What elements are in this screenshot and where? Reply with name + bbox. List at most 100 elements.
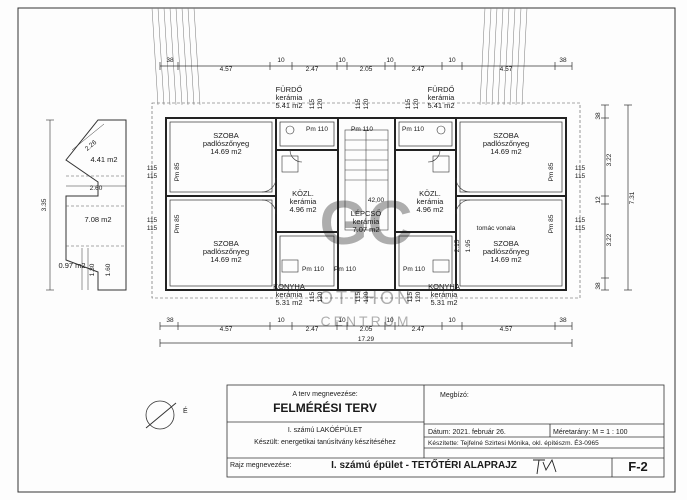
top-dim-1: 38 [166, 57, 174, 64]
top-dim-9: 10 [448, 57, 456, 64]
wall-dim: 115 [407, 291, 414, 302]
right-dim-3: 12 [595, 196, 602, 204]
bottom-total-dim: 17.29 [358, 336, 375, 343]
door-label: Pm 110 [334, 266, 356, 273]
date: Dátum: 2021. február 26. [428, 429, 506, 436]
wall-dim: 115 [147, 165, 158, 172]
room-lepcso: LÉPCSŐ kerámia 7.07 m2 [351, 209, 382, 234]
wall-dim: 115 [355, 98, 362, 109]
inner-dim: 2.15 [454, 239, 461, 252]
room-szoba-top-right: SZOBA padlószőnyeg 14.69 m2 [483, 131, 529, 156]
top-dim-7: 10 [386, 57, 394, 64]
svg-text:padlószőnyeg: padlószőnyeg [483, 247, 529, 256]
wall-dim: 115 [147, 217, 158, 224]
purpose: Készült: energetikai tanúsítvány készíté… [254, 439, 396, 446]
roof-hatch [151, 7, 528, 106]
svg-text:KONYHA: KONYHA [428, 282, 460, 291]
door-label: Pm 110 [403, 266, 425, 273]
wall-dim: 115 [575, 173, 586, 180]
title-block [226, 384, 665, 478]
top-dim-10: 4.57 [500, 66, 513, 73]
top-dim-6: 2.05 [360, 66, 373, 73]
svg-text:14.69 m2: 14.69 m2 [210, 255, 241, 264]
sheet-frame [17, 7, 676, 493]
bottom-dim-6: 2.05 [360, 326, 373, 333]
right-dimension-line [601, 104, 632, 291]
watermark-line1: OTTHON [319, 288, 413, 308]
room-konyha-right: KONYHA kerámia 5.31 m2 [428, 282, 460, 307]
wall-dim: 115 [147, 225, 158, 232]
bottom-dimension-line [159, 322, 573, 347]
walls [165, 117, 567, 291]
top-dimension-line [159, 62, 573, 70]
door-label: Pm 85 [174, 162, 181, 181]
door-label: Pm 110 [306, 126, 328, 133]
side-dim-1: 2.26 [84, 139, 98, 153]
room-konyha-left: KONYHA kerámia 5.31 m2 [273, 282, 305, 307]
svg-text:KÖZL.: KÖZL. [419, 189, 441, 198]
fixtures [281, 125, 450, 273]
north-arrow-icon: É [145, 400, 188, 430]
svg-text:kerámia: kerámia [276, 93, 304, 102]
svg-text:KONYHA: KONYHA [273, 282, 305, 291]
wall-dim: 115 [147, 173, 158, 180]
bottom-dim-9: 10 [448, 317, 456, 324]
svg-text:LÉPCSŐ: LÉPCSŐ [351, 209, 382, 218]
bottom-dim-2: 4.57 [220, 326, 233, 333]
room-furdo-left: FÜRDŐ kerámia 5.41 m2 [275, 85, 303, 110]
room-szoba-bottom-left: SZOBA padlószőnyeg 14.69 m2 [203, 239, 249, 264]
title-name: FELMÉRÉSI TERV [273, 400, 377, 415]
wall-dim: 120 [363, 291, 370, 302]
top-dim-8: 2.47 [412, 66, 425, 73]
svg-text:14.69 m2: 14.69 m2 [210, 147, 241, 156]
north-label: É [183, 406, 188, 415]
door-label: Pm 110 [302, 266, 324, 273]
wall-dim: 120 [317, 291, 324, 302]
svg-text:kerámia: kerámia [353, 217, 381, 226]
bottom-dim-4: 2.47 [306, 326, 319, 333]
top-dim-4: 2.47 [306, 66, 319, 73]
room-szoba-top-left: SZOBA padlószőnyeg 14.69 m2 [203, 131, 249, 156]
staircase [344, 129, 389, 231]
side-dim-2: 3.35 [41, 198, 48, 211]
bottom-dim-5: 10 [338, 317, 346, 324]
svg-text:7.07 m2: 7.07 m2 [352, 225, 379, 234]
svg-text:padlószőnyeg: padlószőnyeg [203, 139, 249, 148]
svg-text:5.31 m2: 5.31 m2 [430, 298, 457, 307]
svg-text:FÜRDŐ: FÜRDŐ [428, 85, 455, 94]
wall-dim: 120 [415, 291, 422, 302]
bottom-dim-3: 10 [277, 317, 285, 324]
top-dim-11: 38 [559, 57, 567, 64]
wall-dim: 115 [355, 291, 362, 302]
side-area-c: 0.97 m2 [58, 261, 85, 270]
room-furdo-right: FÜRDŐ kerámia 5.41 m2 [427, 85, 455, 110]
wall-dim: 115 [405, 98, 412, 109]
svg-text:4.96 m2: 4.96 m2 [416, 205, 443, 214]
bottom-dim-11: 38 [559, 317, 567, 324]
wall-dim: 120 [317, 98, 324, 109]
title-name-label: A terv megnevezése: [292, 391, 357, 398]
door-swings [261, 149, 471, 215]
side-dim-4: 1.30 [89, 263, 96, 276]
svg-text:kerámia: kerámia [428, 93, 456, 102]
door-label: Pm 85 [548, 214, 555, 233]
bottom-dim-7: 10 [386, 317, 394, 324]
svg-text:kerámia: kerámia [290, 197, 318, 206]
watermark: GC OTTHON CENTRUM [319, 189, 413, 329]
door-label: Pm 85 [174, 214, 181, 233]
svg-text:14.69 m2: 14.69 m2 [490, 147, 521, 156]
svg-text:SZOBA: SZOBA [213, 131, 238, 140]
door-label: Pm 110 [402, 126, 424, 133]
svg-text:kerámia: kerámia [276, 290, 304, 299]
sheet-number: F-2 [628, 459, 648, 474]
author: Készítette: Tejfelné Szirtesi Mónika, ok… [428, 438, 599, 447]
right-dim-1: 38 [595, 112, 602, 120]
svg-text:5.41 m2: 5.41 m2 [275, 101, 302, 110]
right-total-dim: 7.31 [629, 191, 636, 204]
svg-text:SZOBA: SZOBA [493, 239, 518, 248]
inner-dim: 1.95 [465, 239, 472, 252]
room-szoba-bottom-right: SZOBA padlószőnyeg 14.69 m2 [483, 239, 529, 264]
signature [533, 458, 557, 475]
